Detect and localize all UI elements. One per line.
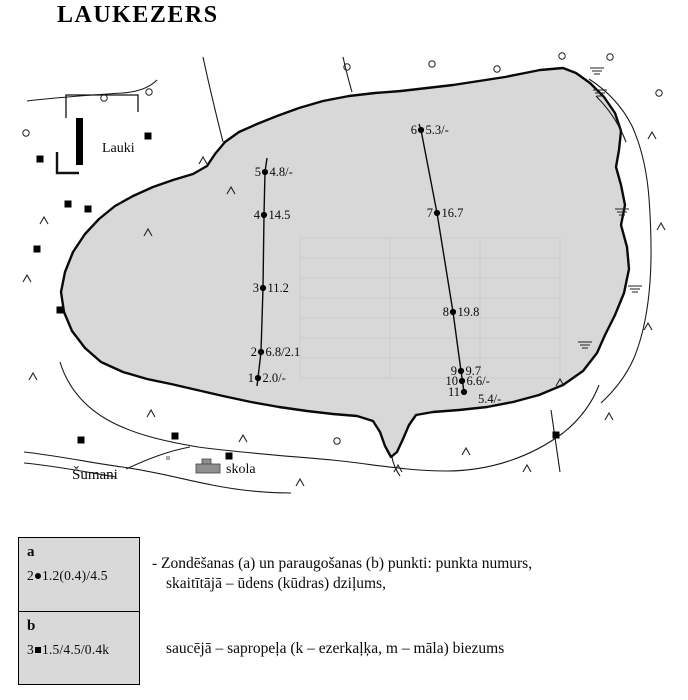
survey-point-8: 8 19.8 (443, 305, 480, 319)
point-value: 6.8/2.1 (266, 345, 301, 359)
point-number: 11 (448, 385, 460, 399)
point-number: 7 (427, 206, 433, 220)
point-value: 9.7 (466, 364, 482, 378)
skola-building-icon (166, 456, 221, 474)
point-value: 5.4/- (478, 392, 501, 406)
survey-point-1: 1 2.0/- (248, 371, 286, 385)
survey-point-11: 11 5.4/- (448, 385, 501, 406)
survey-point-5: 5 4.8/- (255, 165, 293, 179)
place-label-lauki: Lauki (102, 141, 135, 156)
legend-sample-a: 2 1.2(0.4)/4.5 (27, 568, 131, 584)
point-number: 6 (411, 123, 417, 137)
legend-desc-line-3: saucējā – sapropeļa (k – ezerkaļķa, m – … (166, 639, 505, 657)
point-number: 2 (251, 345, 257, 359)
legend-desc-line-1: - Zondēšanas (a) un paraugošanas (b) pun… (152, 555, 533, 572)
point-number: 1 (248, 371, 254, 385)
point-number: 8 (443, 305, 449, 319)
point-dot (254, 374, 262, 382)
legend-sample-a-num: 2 (27, 568, 34, 583)
legend-sample-a-value: 1.2(0.4)/4.5 (41, 568, 108, 583)
point-value: 11.2 (268, 281, 289, 295)
point-number: 4 (254, 208, 261, 222)
point-dot (417, 126, 425, 134)
survey-point-3: 3 11.2 (253, 281, 289, 295)
point-value: 5.3/- (426, 123, 449, 137)
lake-map: 1 2.0/- 2 6.8/2.1 3 11.2 4 14.5 5 (22, 52, 666, 494)
point-number: 5 (255, 165, 261, 179)
survey-point-7: 7 16.7 (427, 206, 464, 220)
point-dot (458, 377, 466, 385)
survey-point-6: 6 5.3/- (411, 123, 449, 137)
legend-cell-a: a 2 1.2(0.4)/4.5 (19, 538, 139, 612)
map-title: LAUKEZERS (57, 2, 219, 28)
point-number: 3 (253, 281, 259, 295)
place-label-sumani: Šumani (72, 466, 118, 483)
legend-key-b: b (27, 617, 36, 634)
point-value: 2.0/- (263, 371, 286, 385)
point-dot (457, 367, 465, 375)
point-dot (257, 348, 265, 356)
lake-outline (59, 66, 631, 459)
legend-description: - Zondēšanas (a) un paraugošanas (b) pun… (152, 554, 682, 659)
point-value: 4.8/- (270, 165, 293, 179)
point-value: 14.5 (269, 208, 291, 222)
legend-desc-line-2: skaitītājā – ūdens (kūdras) dziļums, (166, 575, 386, 593)
survey-point-2: 2 6.8/2.1 (251, 345, 300, 359)
point-dot (259, 284, 267, 292)
legend-sample-b-value: 1.5/4.5/0.4k (41, 641, 110, 657)
point-value: 6.6/- (467, 374, 490, 388)
point-value: 16.7 (442, 206, 464, 220)
point-number: 9 (451, 364, 457, 378)
legend-cell-b: b 3 1.5/4.5/0.4k (19, 612, 139, 685)
point-dot (433, 209, 441, 217)
survey-point-9: 9 9.7 (451, 364, 481, 378)
roads (23, 56, 652, 494)
legend-sample-b: 3 1.5/4.5/0.4k (27, 642, 131, 658)
point-dot (260, 211, 268, 219)
point-value: 19.8 (458, 305, 480, 319)
sounding-point-icon (34, 573, 41, 580)
bleedthrough-artifact (299, 237, 561, 379)
point-dot (261, 168, 269, 176)
lauki-farm-icon (55, 94, 139, 175)
legend-key-a: a (27, 544, 35, 560)
sampling-point-icon (34, 646, 41, 653)
place-label-skola: skola (226, 462, 256, 477)
point-dot (460, 388, 468, 396)
legend-sample-b-num: 3 (27, 641, 34, 657)
survey-point-10: 10 6.6/- (446, 374, 490, 388)
survey-points: 1 2.0/- 2 6.8/2.1 3 11.2 4 14.5 5 (248, 123, 502, 406)
legend-box: a 2 1.2(0.4)/4.5 b 3 1.5/4.5/0.4k (18, 537, 140, 685)
point-number: 10 (446, 374, 459, 388)
point-dot (449, 308, 457, 316)
survey-point-4: 4 14.5 (254, 208, 291, 222)
